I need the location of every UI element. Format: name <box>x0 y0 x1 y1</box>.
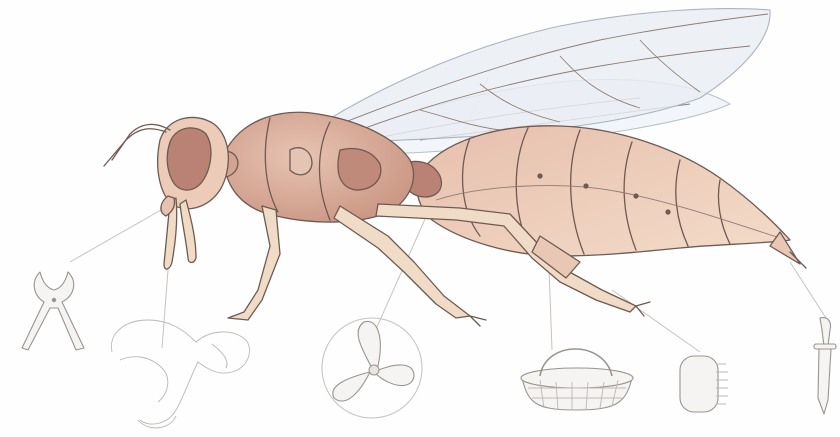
brush-icon <box>680 356 728 412</box>
head <box>104 117 228 269</box>
knife-icon <box>814 318 836 414</box>
spiracle-dot <box>633 193 638 198</box>
leader-line-mandibles <box>70 206 168 262</box>
spiracle-dot <box>583 183 588 188</box>
elephant-trunk-icon <box>111 320 249 428</box>
leader-line-stinger <box>790 262 826 318</box>
spiracle-dot <box>665 209 670 214</box>
spiracle-dot <box>537 173 542 178</box>
basket-icon <box>521 349 633 410</box>
abdomen <box>417 126 806 268</box>
leader-line-leg-brush <box>612 290 700 352</box>
fan-icon <box>322 318 422 418</box>
pincers-icon <box>22 272 84 350</box>
fore-wing <box>300 9 770 142</box>
